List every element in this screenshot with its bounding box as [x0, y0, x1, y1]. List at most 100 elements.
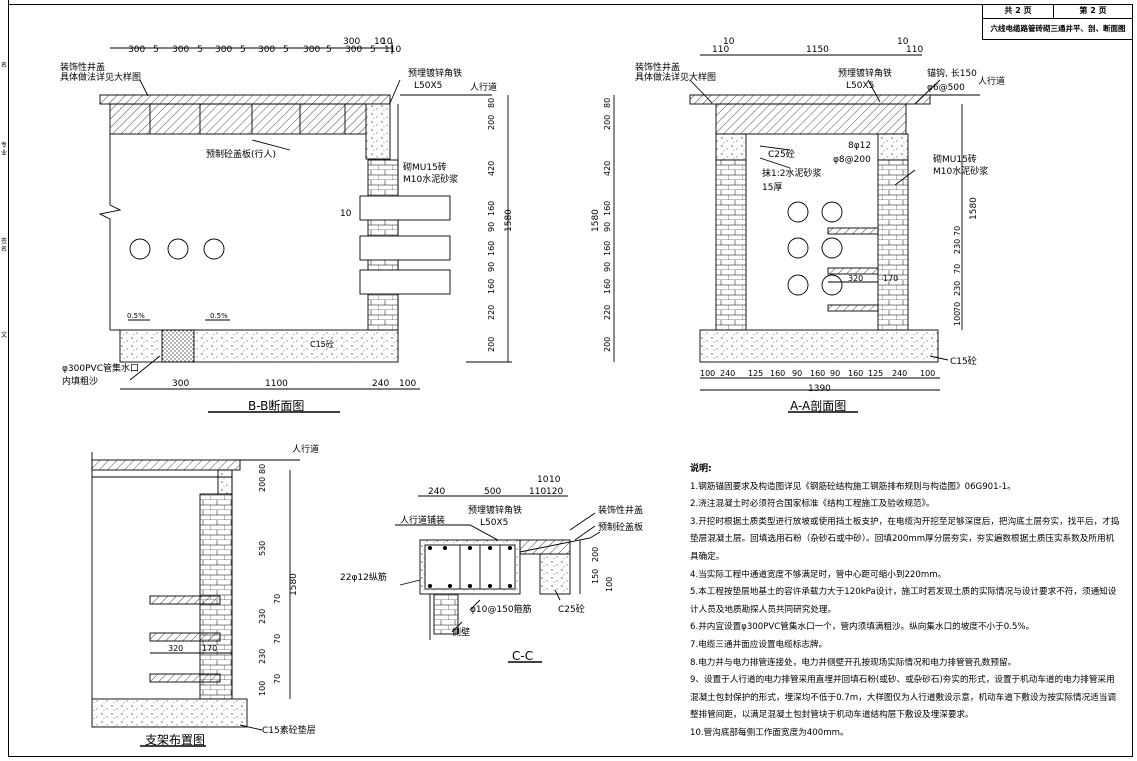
bb-labels: 300 5 300 5 300 5 300 5 300 5 300 5 300 … [60, 37, 514, 413]
bb-right-dim: 160 [487, 241, 496, 256]
cc-top-dim: 110 [529, 487, 546, 497]
aa-right-dim: 70 [953, 264, 962, 274]
note-item: 1.钢筋锚固要求及构造图详见《钢筋砼结构施工钢筋排布规则与构造图》06G901-… [690, 481, 1016, 492]
aa-brick-label: 砌MU15砖 [933, 153, 977, 165]
note-item: 3.开挖时根据土质类型进行放坡或使用挡土板支护，在电缆沟开挖至足够深度后，把沟底… [690, 516, 1120, 562]
bb-section [98, 42, 512, 413]
bb-top-dim: 110 [384, 45, 401, 55]
aa-frame-label2: 具体做法详见大样图 [635, 71, 716, 83]
bb-right-dim: 90 [487, 262, 496, 272]
support-dim: 200 [258, 477, 267, 492]
support-dim: 230 [258, 609, 267, 624]
aa-top-dim: 10 [897, 37, 909, 47]
note-item: 7.电缆三通井面应设置电缆标志牌。 [690, 639, 828, 650]
total-pages: 共 2 页 [983, 4, 1054, 18]
bb-top-dim: 5 [197, 45, 203, 55]
sidebar-cell: 文 [0, 332, 7, 339]
aa-left-dim: 160 [603, 201, 612, 216]
aa-top-dim: 110 [906, 45, 923, 55]
bb-frame-label2: 具体做法详见大样图 [60, 71, 141, 83]
aa-top-dim: 1150 [806, 45, 829, 55]
bb-bottom-dim: 1100 [265, 379, 288, 389]
note-item: 10.管沟底部每侧工作面宽度为400mm。 [690, 727, 849, 738]
bb-slope: 0.5% [127, 312, 145, 320]
cc-right-dim: 100 [605, 577, 614, 592]
sidebar-cell: 名 [0, 62, 7, 69]
bb-total-height: 1580 [504, 209, 514, 232]
aa-left-dim: 160 [603, 279, 612, 294]
drawing-title: 六线电缆路管砖砌三通井平、剖、断面图 [990, 24, 1126, 33]
bb-top-dim: 300 [258, 45, 275, 55]
cc-title: C-C [512, 649, 533, 663]
support-labels: 人行道 80 200 530 70 230 70 230 100 70 1580… [145, 443, 319, 747]
aa-left-total: 1580 [591, 209, 601, 232]
aa-plaster-label: 抹1:2水泥砂浆 [762, 167, 822, 179]
cc-section [395, 495, 601, 663]
support-walk-label: 人行道 [292, 443, 319, 455]
aa-c15-label: C15砼 [950, 355, 977, 367]
bb-right-dim: 200 [487, 337, 496, 352]
aa-labels: 110 10 1150 10 110 装饰性井盖 具体做法详见大样图 预埋镀锌角… [591, 37, 1005, 413]
cc-angle-label: 预埋镀锌角铁 [468, 504, 522, 516]
note-item: 8.电力井与电力排管连接处，电力井侧壁开孔按现场实际情况和电力排管管孔数预留。 [690, 657, 1017, 668]
aa-bracket-dim: 320 [848, 274, 863, 283]
bb-bottom-dim: 100 [399, 379, 416, 389]
aa-right-dim: 100 [953, 311, 962, 326]
cc-c25-label: C25砼 [558, 603, 585, 615]
aa-section [613, 54, 980, 413]
support-section [91, 452, 300, 747]
support-c15-label: C15素砼垫层 [262, 724, 316, 736]
aa-bottom-dim: 240 [892, 369, 907, 378]
bb-top-dim: 300 [128, 45, 145, 55]
bb-right-dim: 200 [487, 115, 496, 130]
sidebar-cell: 签 [0, 238, 7, 245]
drawing-frame [8, 4, 1133, 757]
bb-walk-label: 人行道 [470, 81, 497, 93]
aa-mortar-label: M10水泥砂浆 [933, 165, 988, 177]
bb-angle-label: 预埋镀锌角铁 [408, 67, 462, 79]
aa-bottom-dim: 100 [920, 369, 935, 378]
aa-left-dim: 200 [603, 337, 612, 352]
aa-right-total: 1580 [969, 197, 979, 220]
bb-right-dim: 220 [487, 305, 496, 320]
bb-ten-label: 10 [340, 209, 352, 219]
bb-bottom-dim: 300 [172, 379, 189, 389]
bb-sand-label: 内填粗沙 [62, 375, 98, 387]
aa-right-dim: 230 [953, 281, 962, 296]
cc-top-dim: 500 [484, 487, 501, 497]
aa-plaster-label2: 15厚 [762, 182, 782, 193]
cc-right-dim: 200 [591, 547, 600, 562]
aa-left-dim: 220 [603, 305, 612, 320]
aa-left-dim: 420 [603, 161, 612, 176]
bb-right-dim: 80 [487, 98, 496, 108]
aa-left-dim: 200 [603, 115, 612, 130]
bb-frame-label: 装饰性井盖 [60, 61, 105, 73]
cc-slab-label: 预制砼盖板 [598, 521, 643, 533]
cc-wall-label: 侧壁 [452, 626, 470, 638]
bb-top-dim: 10 [381, 37, 393, 47]
aa-bottom-dim: 90 [792, 369, 802, 378]
aa-bottom-dim: 160 [810, 369, 825, 378]
support-dim: 530 [258, 541, 267, 556]
support-total: 1580 [289, 573, 299, 596]
support-bracket-dim: 170 [202, 644, 217, 653]
aa-bottom-dim: 125 [748, 369, 763, 378]
aa-top-dim: 110 [712, 45, 729, 55]
aa-rebar-label2: φ8@200 [833, 155, 871, 165]
sidebar-cell: 名 [0, 246, 7, 253]
support-title: 支架布置图 [145, 733, 205, 747]
aa-left-dim: 90 [603, 222, 612, 232]
support-dim: 70 [273, 594, 282, 604]
aa-bracket-dim: 170 [883, 274, 898, 283]
note-item: 4.当实际工程中通道宽度不够满足时，管中心距可缩小到220mm。 [690, 569, 947, 580]
bb-right-dim: 90 [487, 222, 496, 232]
note-item: 9、设置于人行道的电力排管采用直埋并回填石粉(或砂、或杂砂石)夯实的形式，设置于… [690, 675, 1116, 721]
bb-angle-label2: L50X5 [414, 81, 442, 91]
bb-mortar-label: M10水泥砂浆 [403, 173, 458, 185]
cc-right-dim: 150 [591, 569, 600, 584]
note-item: 5.本工程按垫层地基土的容许承载力大于120kPa设计，施工时若发现土质的实际情… [690, 587, 1117, 615]
bb-top-dim: 5 [240, 45, 246, 55]
support-bracket-dim: 320 [168, 644, 183, 653]
cc-top-dim: 10 [537, 475, 549, 485]
